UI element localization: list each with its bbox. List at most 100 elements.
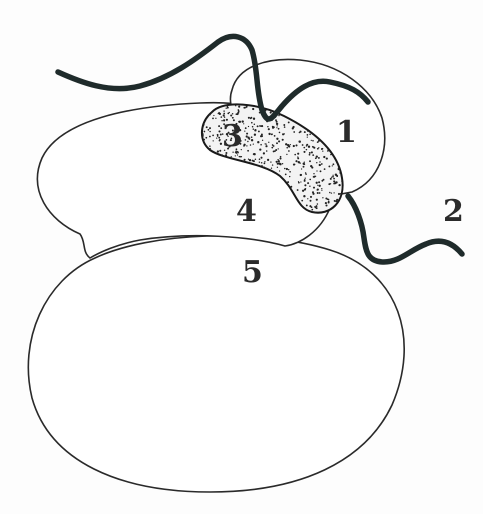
stipple-dot [278,148,279,149]
stipple-dot [276,123,278,125]
stipple-dot [211,112,212,113]
stipple-dot [328,165,330,167]
stipple-dot [217,150,219,152]
stipple-dot [317,185,318,186]
stipple-dot [257,141,259,143]
stipple-dot [201,133,203,135]
stipple-dot [247,137,249,139]
stipple-dot [332,165,333,166]
stipple-dot [236,113,238,115]
stipple-dot [205,137,207,139]
stipple-dot [309,134,311,136]
stipple-dot [245,127,247,129]
stipple-dot [261,165,262,166]
stipple-dot [252,108,254,110]
stipple-dot [292,127,294,129]
stipple-dot [327,149,329,151]
stipple-dot [304,184,306,186]
stipple-dot [248,117,250,119]
stipple-dot [204,139,205,140]
stipple-dot [316,170,317,171]
stipple-dot [284,133,285,134]
stipple-dot [321,188,322,189]
stipple-dot [310,196,312,198]
stipple-dot [319,185,321,187]
stipple-dot [316,207,318,209]
stipple-dot [253,153,255,155]
stipple-dot [288,121,290,123]
stipple-dot [249,159,251,161]
stipple-dot [254,129,256,131]
stipple-dot [311,167,313,169]
stipple-dot [204,131,206,133]
stipple-dot [335,200,337,202]
stipple-dot [333,192,334,193]
stipple-dot [325,204,327,206]
stipple-dot [209,114,211,116]
stipple-dot [326,158,328,160]
stipple-dot [259,158,261,160]
stipple-dot [307,182,309,184]
stipple-dot [320,170,322,172]
stipple-dot [310,200,312,202]
stipple-dot [271,147,273,149]
label-4: 4 [236,194,257,229]
stipple-dot [306,204,308,206]
stipple-dot [235,105,236,106]
stipple-dot [333,178,335,180]
stipple-dot [261,135,263,137]
stipple-dot [244,159,246,161]
stipple-dot [334,182,336,184]
stipple-dot [245,139,247,141]
stipple-dot [312,154,314,156]
stipple-dot [331,192,332,193]
stipple-dot [274,150,276,152]
stipple-dot [330,154,331,155]
stipple-dot [339,172,340,173]
stipple-dot [319,161,320,162]
stipple-dot [304,179,306,181]
stipple-dot [293,131,295,133]
stipple-dot [278,128,280,130]
stipple-dot [312,140,314,142]
stipple-dot [266,150,268,152]
stipple-dot [298,161,300,163]
stipple-dot [219,139,221,141]
stipple-dot [316,162,317,163]
stipple-dot [265,143,266,144]
stipple-dot [260,125,262,127]
stipple-dot [246,135,248,137]
stipple-dot [267,159,269,161]
stipple-dot [341,180,342,181]
stipple-dot [317,148,319,150]
stipple-dot [248,105,249,106]
stipple-dot [295,144,297,146]
stipple-dot [288,150,290,152]
stipple-dot [330,178,332,180]
stipple-dot [212,135,214,137]
stipple-dot [306,145,308,147]
stipple-dot [309,154,311,156]
stipple-dot [268,142,269,143]
stipple-dot [298,182,300,184]
stipple-dot [240,156,242,158]
stipple-dot [213,140,214,141]
stipple-dot [279,157,281,159]
stipple-dot [251,139,253,141]
stipple-dot [248,126,249,127]
stipple-dot [253,118,255,120]
stipple-dot [277,125,278,126]
stipple-dot [219,150,220,151]
stipple-dot [260,144,262,146]
stipple-dot [279,170,280,171]
stipple-dot [247,141,248,142]
stipple-dot [286,168,288,170]
stipple-dot [268,128,270,130]
stipple-dot [218,137,220,139]
stipple-dot [212,118,214,120]
stipple-dot [278,115,280,117]
stipple-dot [246,106,248,108]
stipple-dot [313,147,315,149]
stipple-dot [244,131,245,132]
stipple-dot [338,184,340,186]
